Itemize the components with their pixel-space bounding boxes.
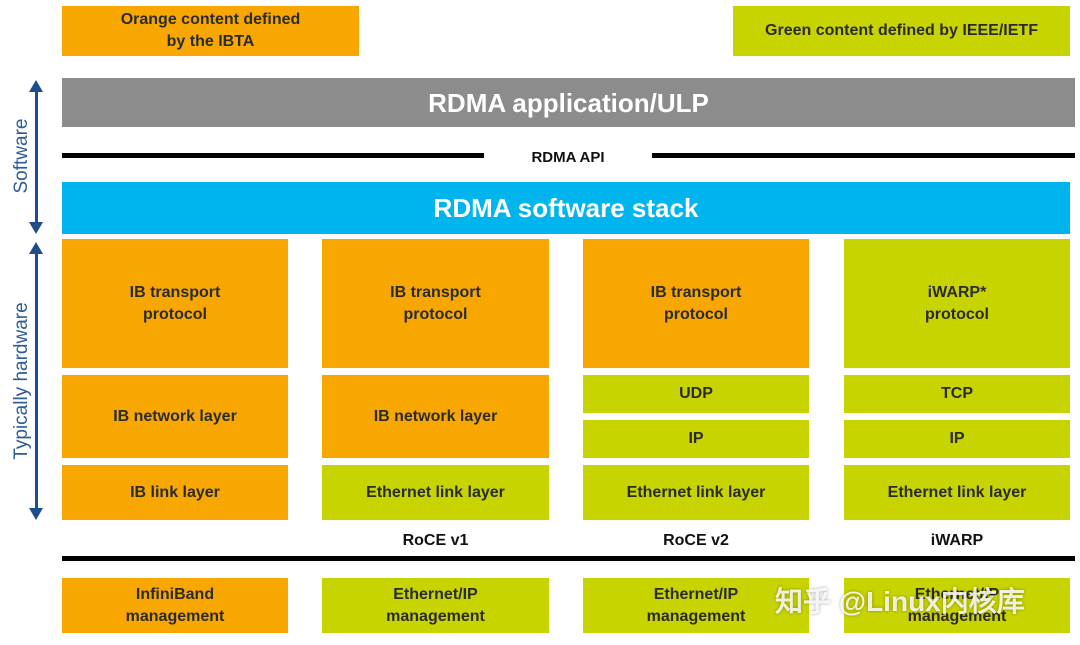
iwarp-management: Ethernet/IP management <box>844 578 1070 633</box>
rdma-application-layer: RDMA application/ULP <box>62 78 1075 127</box>
software-label: Software <box>11 118 32 194</box>
iwarp-link-layer: Ethernet link layer <box>844 465 1070 520</box>
ib-network-layer: IB network layer <box>62 375 288 458</box>
rocev2-management: Ethernet/IP management <box>583 578 809 633</box>
iwarp-protocol: iWARP* protocol <box>844 239 1070 368</box>
rocev1-label: RoCE v1 <box>402 532 469 549</box>
rocev2-ip-layer: IP <box>583 420 809 458</box>
legend-green: Green content defined by IEEE/IETF <box>733 6 1070 56</box>
rocev1-link-layer: Ethernet link layer <box>322 465 549 520</box>
rocev1-management: Ethernet/IP management <box>322 578 549 633</box>
watermark: 知乎 @Linux内核库 <box>775 586 1025 617</box>
management-divider <box>62 556 1075 561</box>
rdma-software-stack: RDMA software stack <box>62 182 1070 234</box>
hardware-arrow-down-icon <box>29 508 43 520</box>
ib-link-layer: IB link layer <box>62 465 288 520</box>
rocev1-transport-protocol: IB transport protocol <box>322 239 549 368</box>
software-arrow-shaft <box>35 90 38 230</box>
software-arrow-down-icon <box>29 222 43 234</box>
infiniband-management: InfiniBand management <box>62 578 288 633</box>
api-line-right <box>652 153 1075 158</box>
api-line-left <box>62 153 484 158</box>
software-arrow-up-icon <box>29 80 43 92</box>
iwarp-label: iWARP <box>930 532 984 549</box>
hardware-label: Typically hardware <box>11 302 32 460</box>
rocev2-link-layer: Ethernet link layer <box>583 465 809 520</box>
rocev1-network-layer: IB network layer <box>322 375 549 458</box>
ib-transport-protocol: IB transport protocol <box>62 239 288 368</box>
hardware-arrow-up-icon <box>29 242 43 254</box>
hardware-arrow-shaft <box>35 252 38 510</box>
rocev2-transport-protocol: IB transport protocol <box>583 239 809 368</box>
iwarp-tcp-layer: TCP <box>844 375 1070 413</box>
iwarp-ip-layer: IP <box>844 420 1070 458</box>
rdma-api-label: RDMA API <box>531 149 605 166</box>
rocev2-label: RoCE v2 <box>663 532 729 549</box>
rocev2-udp-layer: UDP <box>583 375 809 413</box>
legend-orange: Orange content defined by the IBTA <box>62 6 359 56</box>
